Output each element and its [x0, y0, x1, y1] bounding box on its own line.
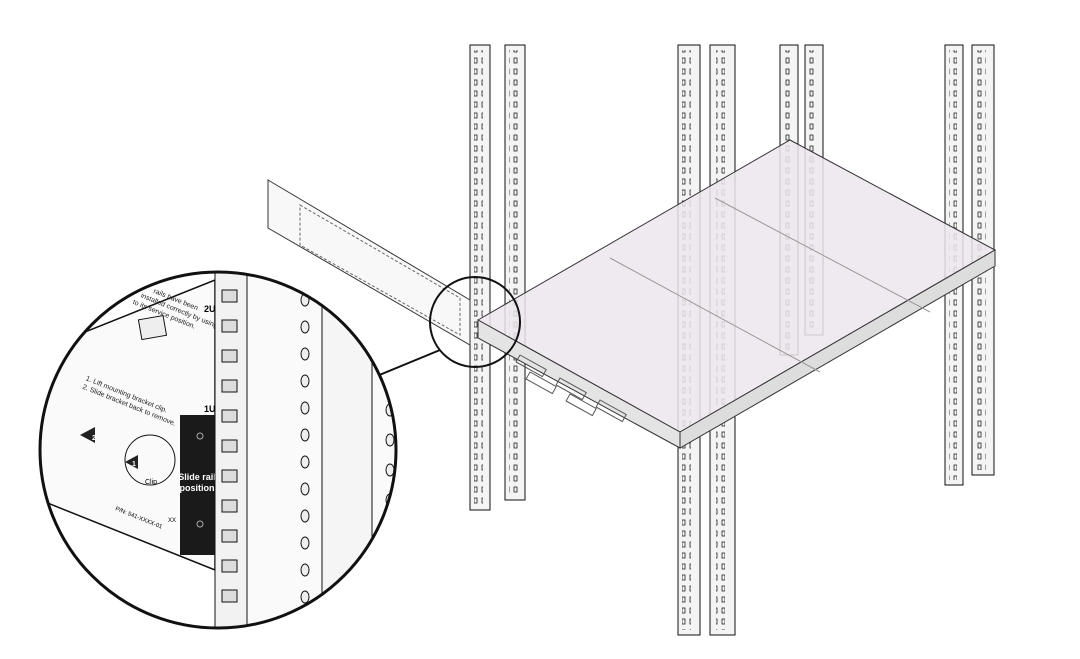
server-chassis — [476, 139, 997, 449]
slide-rail-text-1: Slide rail — [178, 472, 216, 482]
drive-bays — [515, 354, 627, 423]
label-1u: 1U — [204, 404, 216, 414]
detail-inset: Slide rail position 2U 1U rails have bee… — [38, 270, 398, 630]
clip-detail-circle — [124, 434, 176, 486]
arrow-2-icon — [80, 427, 95, 443]
label-2u: 2U — [204, 304, 216, 314]
clip-label: Clip — [145, 479, 157, 486]
callout-1: 1 — [132, 461, 136, 468]
callout-leader-line — [371, 349, 441, 379]
handle-icon — [137, 314, 168, 341]
rack-label-sheet — [267, 179, 471, 346]
callout-2: 2 — [92, 435, 96, 442]
slide-rail-text-2: position — [180, 483, 215, 493]
arrow-1-icon — [125, 455, 138, 469]
revision-label: XX — [168, 518, 176, 524]
detail-callout-circle — [429, 276, 521, 368]
